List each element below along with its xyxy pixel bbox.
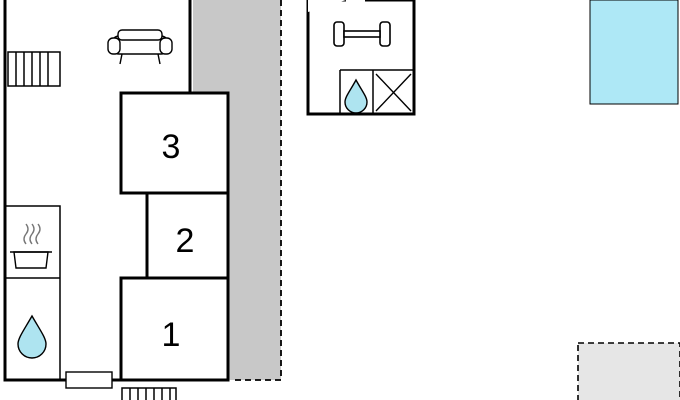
kitchen-bath-block: [4, 205, 61, 381]
room-1-label: 1: [162, 316, 181, 354]
door-icon: [65, 371, 113, 389]
pool-area: [589, 0, 679, 105]
room-1: [119, 276, 230, 382]
gym-walls: [306, 0, 416, 116]
water-drop-icon-gym: [344, 78, 368, 114]
radiator-icon: [7, 51, 61, 87]
paved-area: [577, 342, 680, 400]
room-3-label: 3: [162, 128, 181, 166]
cooking-pot-icon: [10, 223, 52, 269]
sofa-icon: [107, 29, 173, 65]
dumbbell-icon: [333, 21, 391, 47]
terrace-border: [232, 0, 282, 381]
radiator-icon-bottom: [121, 387, 177, 400]
water-drop-icon: [17, 314, 47, 359]
storage-box-icon: [375, 73, 412, 112]
room-2-label: 2: [176, 222, 195, 260]
